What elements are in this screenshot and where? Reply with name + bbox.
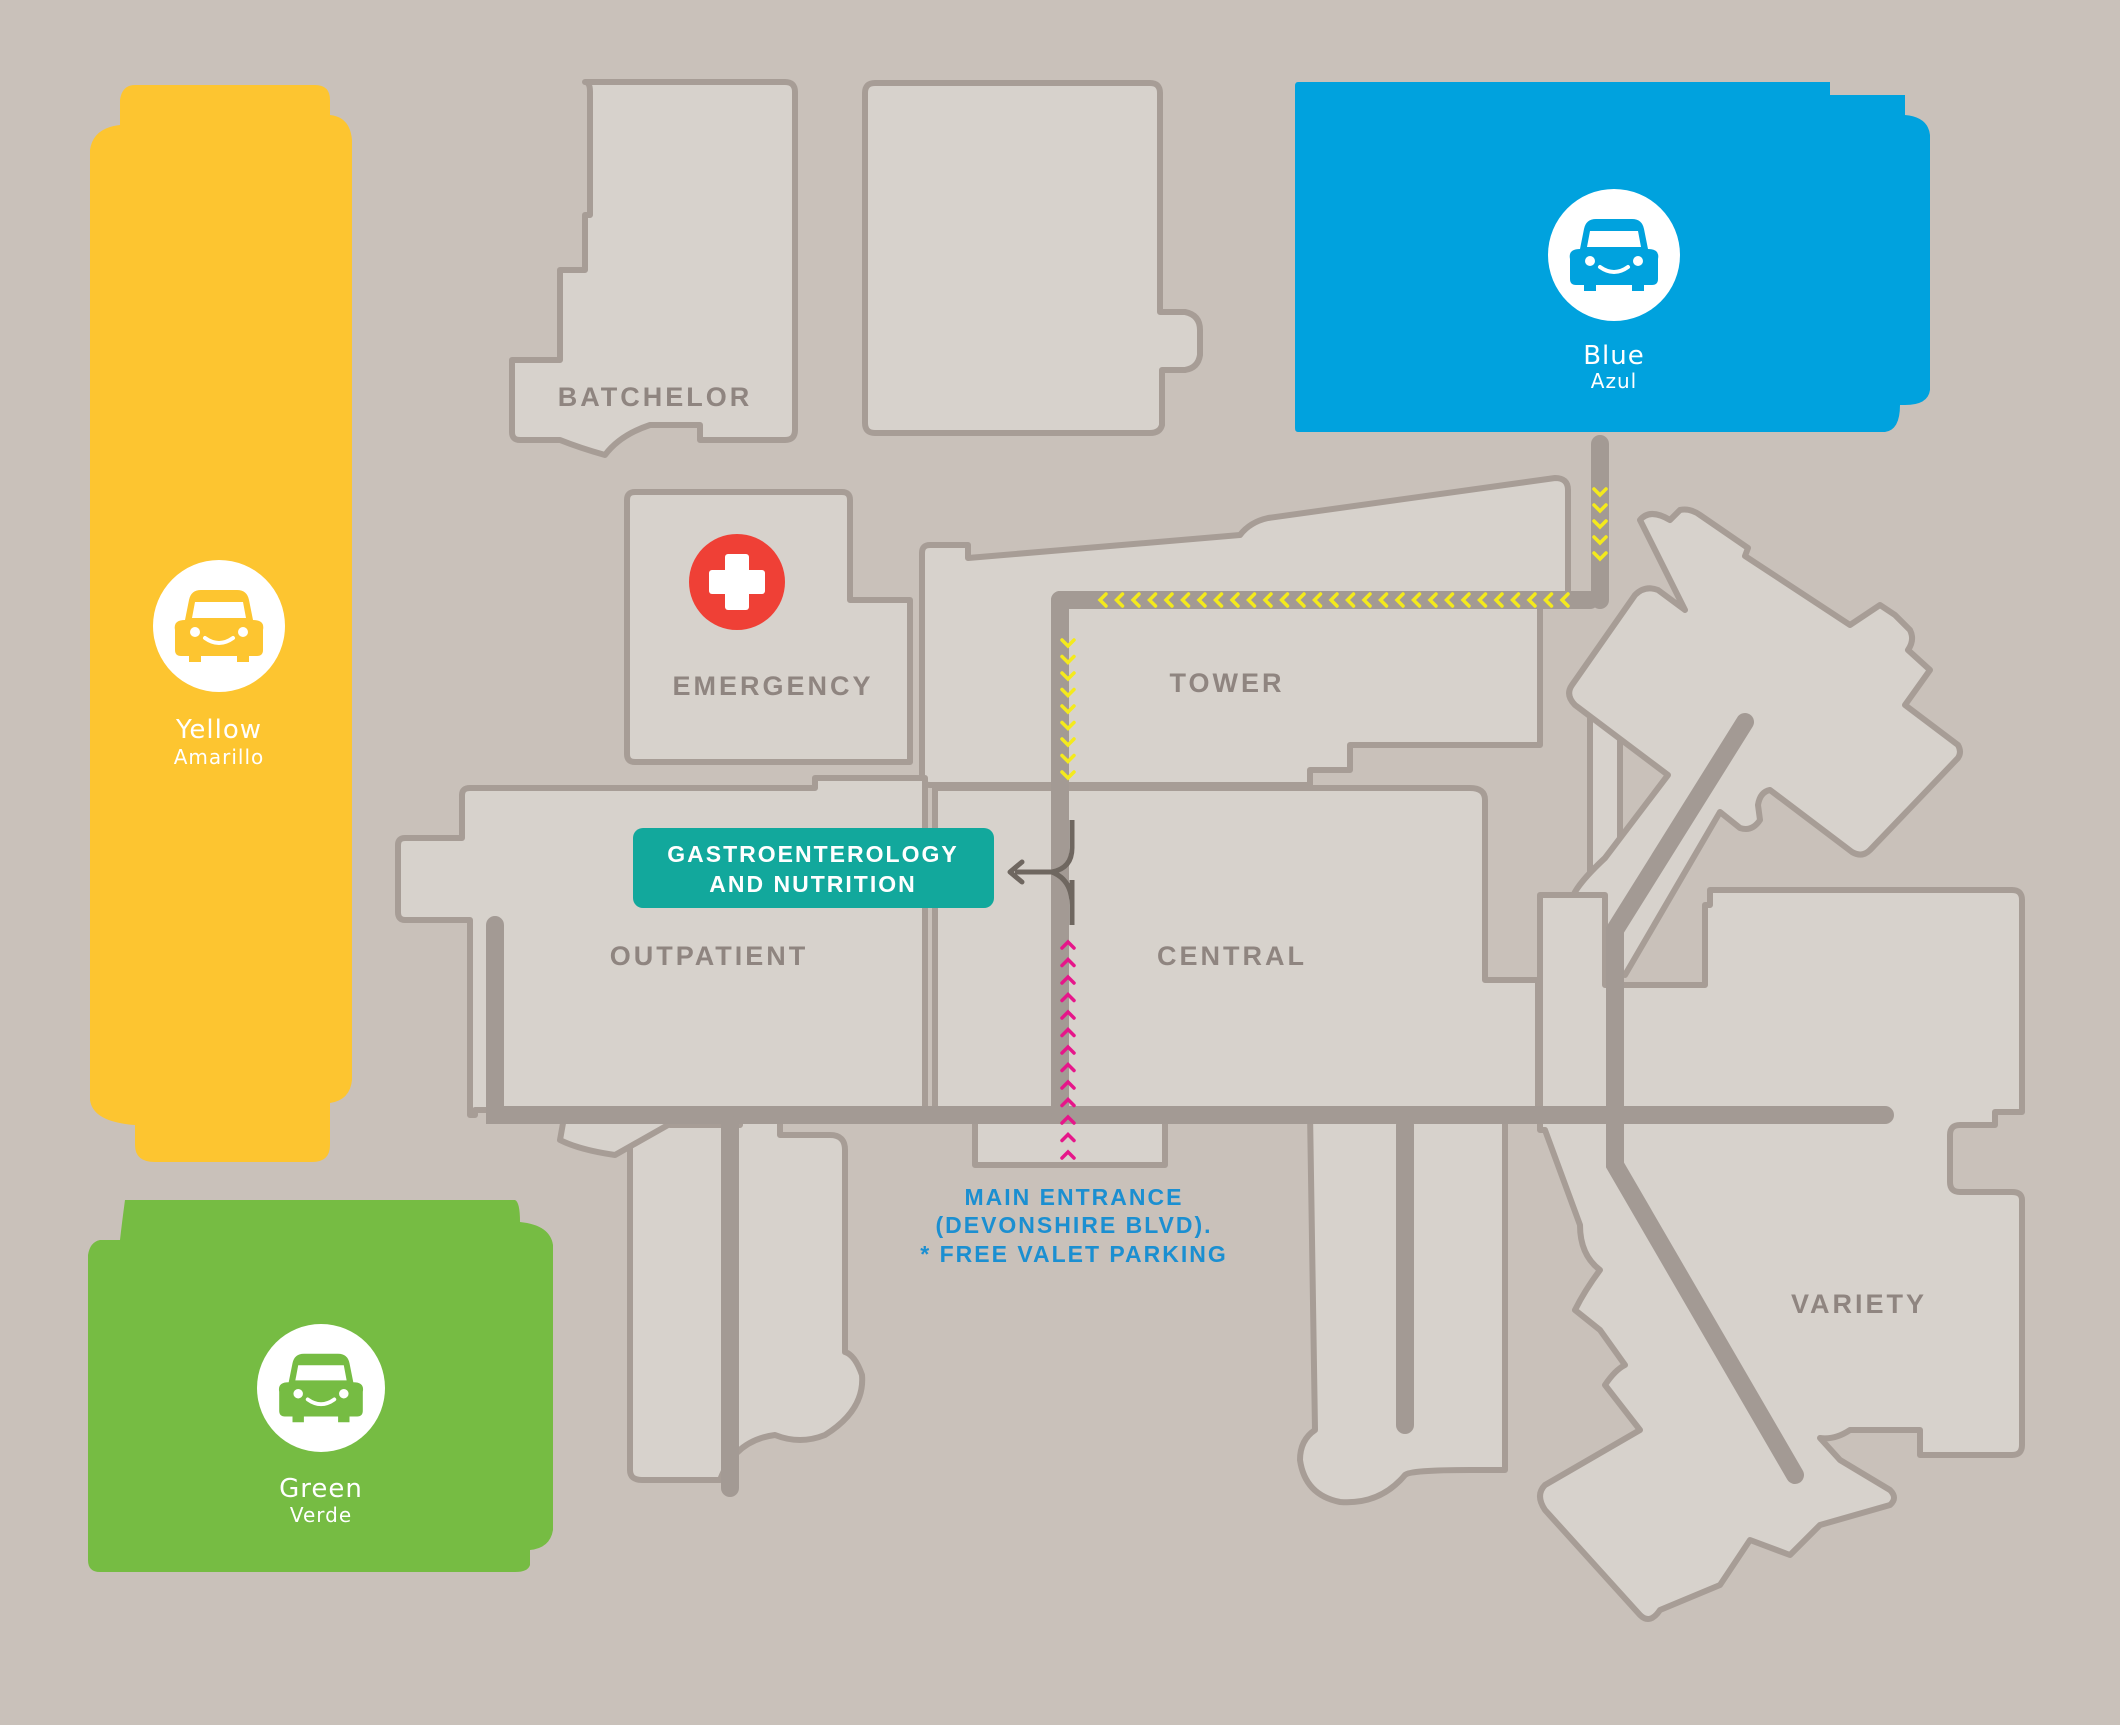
- main-corridor: [486, 916, 1894, 1124]
- route-chevron: [1427, 592, 1438, 608]
- route-chevron: [1130, 592, 1141, 608]
- car-icon: [1569, 219, 1659, 291]
- south-wing-1[interactable]: [627, 1109, 866, 1483]
- green-lot-subname: Verde: [290, 1503, 352, 1527]
- central-label: CENTRAL: [1157, 941, 1307, 971]
- route-chevron: [1060, 1044, 1076, 1055]
- magenta-route: [1060, 939, 1076, 1160]
- emergency-label: EMERGENCY: [672, 671, 873, 701]
- corridors: [486, 435, 1894, 1497]
- route-chevron: [1147, 592, 1158, 608]
- route-chevron: [1378, 592, 1389, 608]
- variety-label: VARIETY: [1791, 1289, 1927, 1319]
- route-chevron: [1097, 592, 1108, 608]
- gastroenterology-badge[interactable]: GASTROENTEROLOGY AND NUTRITION: [633, 828, 994, 908]
- route-chevron: [1328, 592, 1339, 608]
- blue-lot-name: Blue: [1583, 341, 1645, 371]
- route-chevron: [1060, 1079, 1076, 1090]
- route-chevron: [1229, 592, 1240, 608]
- destination-line-2: AND NUTRITION: [709, 871, 916, 897]
- route-chevron: [1592, 519, 1608, 530]
- route-chevron: [1526, 592, 1537, 608]
- route-chevron: [1262, 592, 1273, 608]
- direction-arrow: [1007, 820, 1075, 925]
- entrance-line-3: * FREE VALET PARKING: [920, 1241, 1228, 1267]
- route-chevron: [1060, 720, 1076, 731]
- route-chevron: [1493, 592, 1504, 608]
- green-parking-lot[interactable]: Green Verde: [88, 1200, 553, 1572]
- route-chevron: [1163, 592, 1174, 608]
- route-chevron: [1060, 1062, 1076, 1073]
- route-chevron: [1213, 592, 1224, 608]
- yellow-lot-subname: Amarillo: [174, 745, 265, 769]
- outpatient-label: OUTPATIENT: [610, 941, 809, 971]
- route-chevron: [1592, 487, 1608, 498]
- route-chevron: [1543, 592, 1554, 608]
- route-chevron: [1312, 592, 1323, 608]
- variety-building[interactable]: [1537, 887, 2025, 1622]
- route-chevron: [1060, 770, 1076, 781]
- route-chevron: [1060, 974, 1076, 985]
- batchelor-building[interactable]: [509, 79, 798, 458]
- car-icon: [278, 1353, 364, 1423]
- entrance-line-1: MAIN ENTRANCE: [965, 1184, 1184, 1210]
- route-chevron: [1060, 1009, 1076, 1020]
- medical-cross-icon: [689, 534, 785, 630]
- route-chevron: [1345, 592, 1356, 608]
- route-chevron: [1060, 992, 1076, 1003]
- route-chevron: [1060, 638, 1076, 649]
- blue-parking-lot[interactable]: Blue Azul: [1295, 82, 1930, 432]
- route-chevron: [1060, 753, 1076, 764]
- route-chevron: [1060, 687, 1076, 698]
- car-icon: [174, 590, 264, 662]
- yellow-lot-name: Yellow: [175, 715, 262, 745]
- destination-line-1: GASTROENTEROLOGY: [667, 841, 958, 867]
- route-chevron: [1060, 704, 1076, 715]
- route-chevron: [1592, 503, 1608, 514]
- route-chevron: [1060, 1097, 1076, 1108]
- north-building[interactable]: [862, 80, 1203, 436]
- buildings: [395, 79, 2025, 1622]
- route-chevron: [1060, 1149, 1076, 1160]
- tower-label: TOWER: [1170, 668, 1285, 698]
- entrance-line-2: (DEVONSHIRE BLVD).: [935, 1212, 1212, 1238]
- route-chevron: [1460, 592, 1471, 608]
- route-chevron: [1060, 737, 1076, 748]
- variety-corridor: [1606, 713, 1804, 1484]
- route-chevron: [1295, 592, 1306, 608]
- route-chevron: [1060, 1027, 1076, 1038]
- yellow-route: [1060, 487, 1608, 781]
- route-chevron: [1060, 957, 1076, 968]
- route-chevron: [1592, 551, 1608, 562]
- tower-building[interactable]: [919, 475, 1571, 788]
- route-chevron: [1361, 592, 1372, 608]
- route-chevron: [1510, 592, 1521, 608]
- route-chevron: [1060, 1132, 1076, 1143]
- route-chevron: [1060, 939, 1076, 950]
- route-chevron: [1477, 592, 1488, 608]
- route-chevron: [1411, 592, 1422, 608]
- route-chevron: [1180, 592, 1191, 608]
- route-chevron: [1196, 592, 1207, 608]
- route-chevron: [1060, 654, 1076, 665]
- yellow-parking-lot[interactable]: Yellow Amarillo: [90, 85, 352, 1162]
- route-chevron: [1444, 592, 1455, 608]
- route-chevron: [1559, 592, 1570, 608]
- route-chevron: [1060, 671, 1076, 682]
- green-lot-name: Green: [279, 1474, 363, 1504]
- batchelor-label: BATCHELOR: [558, 382, 752, 412]
- route-chevron: [1279, 592, 1290, 608]
- blue-lot-subname: Azul: [1591, 369, 1637, 393]
- route-chevron: [1394, 592, 1405, 608]
- route-chevron: [1592, 535, 1608, 546]
- route-chevron: [1060, 1114, 1076, 1125]
- route-chevron: [1246, 592, 1257, 608]
- route-chevron: [1114, 592, 1125, 608]
